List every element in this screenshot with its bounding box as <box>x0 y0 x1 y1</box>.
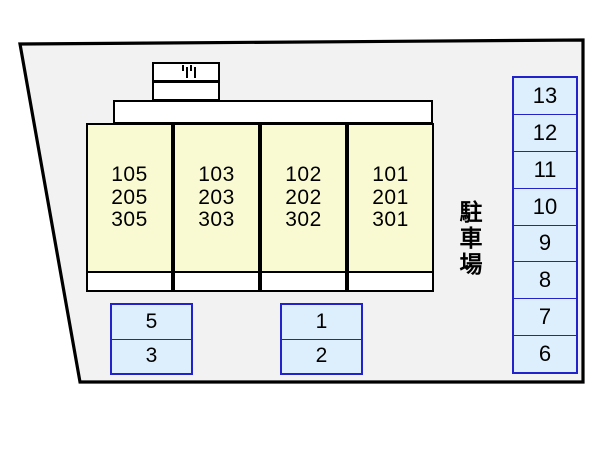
parking-label-char-3: 場 <box>459 251 483 278</box>
unit-floor-1: 105 <box>111 162 148 186</box>
unit-floor-3: 303 <box>198 208 235 232</box>
unit-block-102[interactable]: 102 202 302 <box>260 123 347 273</box>
unit-block-105[interactable]: 105 205 305 <box>86 123 173 273</box>
unit-floor-3: 302 <box>285 208 322 232</box>
parking-group-bottom-right[interactable]: 1 2 <box>280 303 363 375</box>
parking-stall-2[interactable]: 2 <box>282 339 361 373</box>
parking-stall-13[interactable]: 13 <box>514 78 576 115</box>
unit-floor-2: 205 <box>111 185 148 209</box>
parking-stall-11[interactable]: 11 <box>514 151 576 189</box>
parking-stall-5[interactable]: 5 <box>112 305 191 340</box>
parking-stall-7[interactable]: 7 <box>514 299 576 337</box>
parking-stall-10[interactable]: 10 <box>514 188 576 226</box>
unit-block-101[interactable]: 101 201 301 <box>347 123 434 273</box>
unit-block-103[interactable]: 103 203 303 <box>173 123 260 273</box>
parking-group-bottom-left[interactable]: 5 3 <box>110 303 193 375</box>
parking-stall-3[interactable]: 3 <box>112 339 191 373</box>
unit-floor-2: 202 <box>285 185 322 209</box>
stair-head-box-lower <box>152 81 220 101</box>
parking-stall-1[interactable]: 1 <box>282 305 361 340</box>
unit-floor-1: 102 <box>285 162 322 186</box>
balcony-103 <box>173 271 260 292</box>
parking-label-char-2: 車 <box>459 226 483 253</box>
balcony-105 <box>86 271 173 292</box>
parking-lot-label: 駐 車 場 <box>455 192 487 288</box>
parking-stall-12[interactable]: 12 <box>514 114 576 152</box>
balcony-102 <box>260 271 347 292</box>
parking-stall-9[interactable]: 9 <box>514 225 576 263</box>
parking-label-char-1: 駐 <box>459 200 483 227</box>
parking-stall-8[interactable]: 8 <box>514 262 576 300</box>
unit-floor-2: 203 <box>198 185 235 209</box>
unit-floor-1: 103 <box>198 162 235 186</box>
balcony-101 <box>347 271 434 292</box>
unit-floor-1: 101 <box>372 162 409 186</box>
parking-stall-6[interactable]: 6 <box>514 336 576 372</box>
unit-floor-3: 305 <box>111 208 148 232</box>
parking-column-right[interactable]: 13 12 11 10 9 8 7 6 <box>512 76 578 374</box>
stair-icon <box>176 65 202 79</box>
building-upper-corridor <box>113 100 433 124</box>
unit-floor-3: 301 <box>372 208 409 232</box>
unit-floor-2: 201 <box>372 185 409 209</box>
